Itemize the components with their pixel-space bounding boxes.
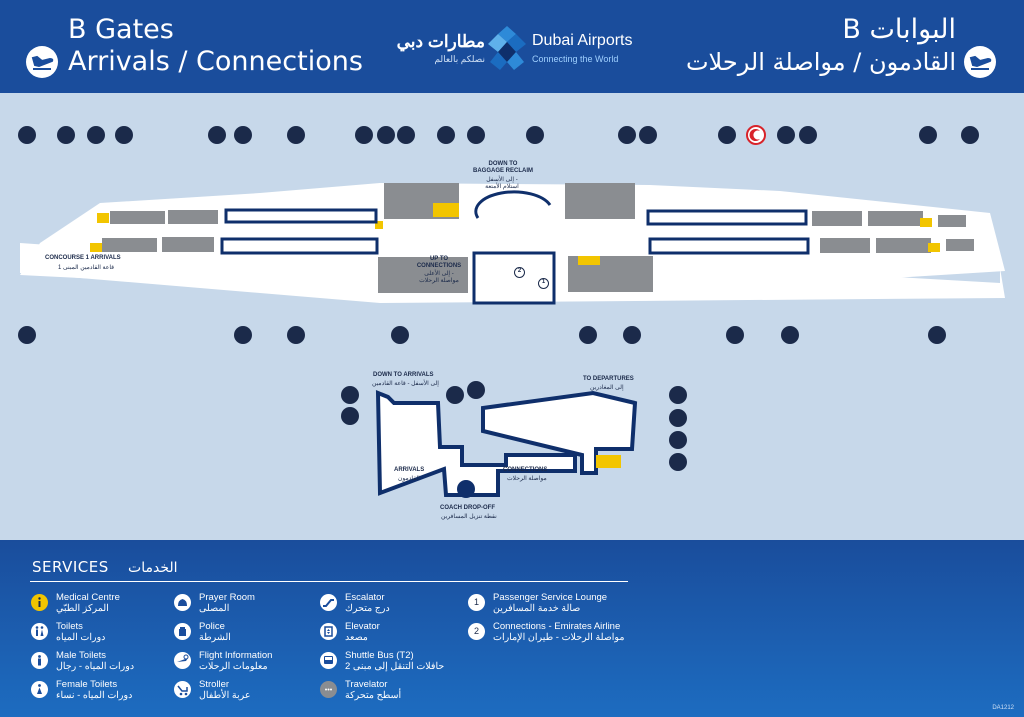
label-arrivals-ar: القادمون bbox=[398, 476, 420, 482]
toilets-icon bbox=[31, 623, 48, 640]
connections-number-marker: 2 bbox=[514, 267, 525, 278]
map-drawing bbox=[20, 183, 1005, 498]
subtitle-en: Arrivals / Connections bbox=[68, 46, 363, 77]
service-flight-info-en: Flight Information bbox=[199, 650, 273, 661]
service-male-toilets-en: Male Toilets bbox=[56, 650, 106, 661]
label-concourse1-ar: قاعة القادمين المبنى 1 bbox=[58, 265, 115, 271]
service-medical-en: Medical Centre bbox=[56, 592, 120, 603]
service-lounge-en: Passenger Service Lounge bbox=[493, 592, 608, 603]
label-coach-ar: نقطة تنزيل المسافرين bbox=[441, 514, 497, 520]
services-heading-ar: الخدمات bbox=[128, 560, 178, 576]
service-medical-ar: المركز الطبّي bbox=[56, 603, 109, 614]
label-up-to-connections-ar: إلى الأعلى - مواصلة الرحلات bbox=[419, 271, 459, 284]
logo-ar-name: مطارات دبي bbox=[396, 32, 485, 51]
services-divider bbox=[30, 581, 628, 582]
label-connections-ar: مواصلة الرحلات bbox=[507, 476, 547, 482]
service-elevator-en: Elevator bbox=[345, 621, 380, 632]
info-icon bbox=[31, 594, 48, 611]
elevator-icon bbox=[320, 623, 337, 640]
service-female-toilets-ar: دورات المياه - نساء bbox=[56, 690, 133, 701]
label-to-departures-ar: إلى المغادرين bbox=[590, 385, 624, 391]
label-connections-en: CONNECTIONS bbox=[503, 467, 548, 473]
escalator-icon bbox=[320, 594, 337, 611]
bus-stop-icon bbox=[457, 480, 475, 498]
label-down-to-arrivals-en: DOWN TO ARRIVALS bbox=[373, 372, 434, 378]
male-toilet-icon bbox=[31, 652, 48, 669]
label-down-to-baggage-en: DOWN TO BAGGAGE RECLAIM bbox=[473, 161, 533, 174]
travelator-lower bbox=[596, 455, 621, 468]
service-toilets-ar: دورات المياه bbox=[56, 632, 106, 643]
subtitle-ar: القادمون / مواصلة الرحلات bbox=[685, 48, 956, 76]
label-down-to-arrivals-ar: إلى الأسفل - قاعة القادمين bbox=[372, 381, 439, 387]
service-prayer-en: Prayer Room bbox=[199, 592, 255, 603]
service-stroller-ar: عربة الأطفال bbox=[199, 690, 251, 701]
service-male-toilets-ar: دورات المياه - رجال bbox=[56, 661, 135, 672]
toilet-blocks bbox=[90, 203, 940, 265]
title-en: B Gates bbox=[68, 14, 174, 45]
service-flight-info-ar: معلومات الرحلات bbox=[199, 661, 268, 672]
terminal-map: DOWN TO BAGGAGE RECLAIM إلى الأسفل - است… bbox=[0, 93, 1024, 540]
arrivals-plane-icon-right bbox=[964, 46, 996, 78]
logo-emblem-icon bbox=[488, 26, 526, 70]
label-concourse1-en: CONCOURSE 1 ARRIVALS bbox=[45, 255, 121, 261]
logo-en-tagline: Connecting the World bbox=[532, 54, 619, 64]
service-connections-ar: مواصلة الرحلات - طيران الإمارات bbox=[493, 632, 625, 643]
lower-building bbox=[375, 390, 638, 497]
service-travelator-ar: أسطح متحركة bbox=[345, 690, 402, 701]
label-to-departures-en: TO DEPARTURES bbox=[583, 376, 634, 382]
label-up-to-connections-en: UP TO CONNECTIONS bbox=[416, 256, 462, 269]
gate-blocks bbox=[102, 183, 974, 293]
prayer-room-icon bbox=[174, 594, 191, 611]
stroller-icon bbox=[174, 681, 191, 698]
service-stroller-en: Stroller bbox=[199, 679, 230, 690]
label-arrivals-en: ARRIVALS bbox=[394, 467, 425, 473]
lounge-icon: 1 bbox=[468, 594, 485, 611]
service-police-en: Police bbox=[199, 621, 225, 632]
service-toilets-en: Toilets bbox=[56, 621, 83, 632]
shuttle-bus-icon bbox=[320, 652, 337, 669]
service-police-ar: الشرطة bbox=[199, 632, 231, 643]
arrivals-plane-icon bbox=[26, 46, 58, 78]
services-heading: SERVICES الخدمات bbox=[32, 558, 178, 576]
dubai-airports-logo: مطارات دبي نصلكم بالعالم Dubai Airports … bbox=[380, 18, 640, 78]
service-female-toilets-en: Female Toilets bbox=[56, 679, 118, 690]
logo-en-name: Dubai Airports bbox=[532, 32, 633, 49]
label-down-to-baggage-ar: إلى الأسفل - استلام الأمتعة bbox=[485, 177, 519, 190]
service-shuttle-en: Shuttle Bus (T2) bbox=[345, 650, 414, 661]
service-escalator-en: Escalator bbox=[345, 592, 385, 603]
service-lounge-ar: صالة خدمة المسافرين bbox=[493, 603, 581, 614]
service-prayer-ar: المصلى bbox=[199, 603, 230, 614]
logo-ar-tagline: نصلكم بالعالم bbox=[434, 54, 485, 64]
flight-info-icon bbox=[174, 652, 191, 669]
service-shuttle-ar: حافلات التنقل إلى مبنى 2 bbox=[345, 661, 445, 672]
piers bbox=[220, 190, 810, 305]
service-travelator-en: Travelator bbox=[345, 679, 388, 690]
lounge-number-marker: 1 bbox=[538, 278, 549, 289]
label-coach-en: COACH DROP-OFF bbox=[440, 505, 495, 511]
title-ar: البوابات B bbox=[842, 14, 956, 45]
police-icon bbox=[174, 623, 191, 640]
service-elevator-ar: مصعد bbox=[345, 632, 368, 643]
service-connections-en: Connections - Emirates Airline bbox=[493, 621, 621, 632]
services-heading-en: SERVICES bbox=[32, 558, 109, 576]
connections-icon: 2 bbox=[468, 623, 485, 640]
service-escalator-ar: درج متحرك bbox=[345, 603, 390, 614]
document-code: DA1212 bbox=[992, 705, 1014, 711]
header-bar: B Gates Arrivals / Connections مطارات دب… bbox=[0, 0, 1024, 93]
travelator-icon bbox=[320, 681, 337, 698]
female-toilet-icon bbox=[31, 681, 48, 698]
